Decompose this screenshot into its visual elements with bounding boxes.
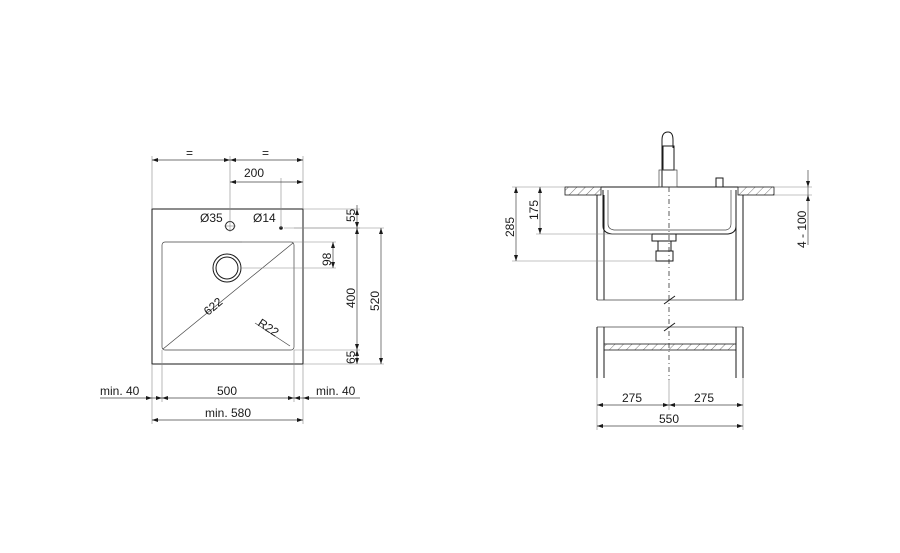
arrowhead xyxy=(538,228,542,234)
arrowhead xyxy=(224,158,230,162)
dimension-arrows xyxy=(146,158,810,428)
arrowhead xyxy=(355,222,359,228)
arrowhead xyxy=(331,242,335,248)
faucet xyxy=(661,131,674,187)
min-580-label: min. 580 xyxy=(205,406,251,420)
arrowhead xyxy=(737,424,743,428)
arrowhead xyxy=(538,187,542,193)
dim-4-100-label: 4 - 100 xyxy=(795,210,809,248)
arrowhead xyxy=(156,396,162,400)
dim-65-label: 65 xyxy=(344,350,358,364)
arrowhead xyxy=(355,228,359,234)
arrowhead xyxy=(162,396,168,400)
dim-275-right-label: 275 xyxy=(694,391,714,405)
arrowhead xyxy=(230,180,236,184)
arrowhead xyxy=(146,396,152,400)
dim-200-label: 200 xyxy=(244,166,264,180)
arrowhead xyxy=(355,209,359,215)
equal-right-label: = xyxy=(262,146,269,160)
radius-label: R22 xyxy=(255,316,281,340)
arrowhead xyxy=(303,396,309,400)
sink-bowl-section xyxy=(602,190,737,235)
arrowhead xyxy=(152,418,158,422)
arrowhead xyxy=(379,358,383,364)
hole-small-label: Ø14 xyxy=(253,211,276,225)
cabinet-shelf xyxy=(603,343,737,351)
drain-outer xyxy=(212,253,242,283)
dim-400-label: 400 xyxy=(344,288,358,308)
arrowhead xyxy=(737,403,743,407)
dim-285-label: 285 xyxy=(503,217,517,237)
arrowhead xyxy=(806,181,810,187)
hole-large-label: Ø35 xyxy=(200,211,223,225)
dim-55-label: 55 xyxy=(344,208,358,222)
arrowhead xyxy=(514,187,518,193)
arrowhead xyxy=(294,396,300,400)
arrowhead xyxy=(669,403,675,407)
arrowhead xyxy=(288,396,294,400)
arrowhead xyxy=(379,228,383,234)
arrowhead xyxy=(355,344,359,350)
sink-outer-rim xyxy=(151,208,304,365)
arrowhead xyxy=(297,418,303,422)
arrowhead xyxy=(663,403,669,407)
arrowhead xyxy=(331,262,335,268)
equal-left-label: = xyxy=(186,146,193,160)
arrowhead xyxy=(597,424,603,428)
arrowhead xyxy=(355,358,359,364)
drain-inner xyxy=(215,256,239,280)
arrowhead xyxy=(297,180,303,184)
countertop-right xyxy=(737,186,775,196)
arrowhead xyxy=(597,403,603,407)
waste-trap xyxy=(651,234,677,242)
dim-550-label: 550 xyxy=(659,412,679,426)
dim-275-left-label: 275 xyxy=(622,391,642,405)
sink-bowl xyxy=(161,241,295,351)
min-right-label: min. 40 xyxy=(316,384,356,398)
section-view: 285 175 4 - 100 275 275 550 xyxy=(503,131,812,430)
arrowhead xyxy=(152,158,158,162)
diagonal-line xyxy=(162,242,294,350)
plan-view: = = 200 Ø35 Ø14 55 98 400 520 65 622 R22… xyxy=(100,146,384,424)
arrowhead xyxy=(355,350,359,356)
dim-175-label: 175 xyxy=(527,200,541,220)
arrowhead xyxy=(806,195,810,201)
countertop-left xyxy=(564,186,602,196)
dim-520-label: 520 xyxy=(368,291,382,311)
dim-500-label: 500 xyxy=(217,384,237,398)
arrowhead xyxy=(230,158,236,162)
min-left-label: min. 40 xyxy=(100,384,140,398)
arrowhead xyxy=(514,255,518,261)
arrowhead xyxy=(297,158,303,162)
dim-98-label: 98 xyxy=(320,252,334,266)
